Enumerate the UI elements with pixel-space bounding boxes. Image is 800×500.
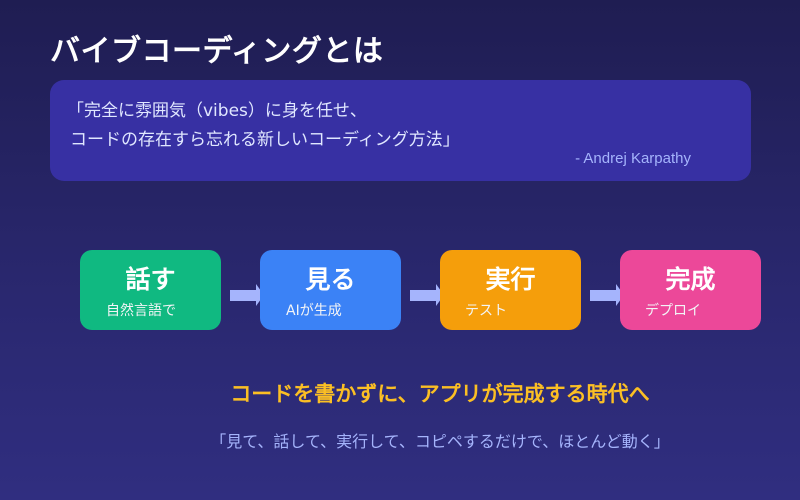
step-subtitle: AIが生成: [286, 303, 342, 319]
step-title: 完成: [665, 265, 716, 294]
step-title: 実行: [485, 265, 536, 294]
step-subtitle: 自然言語で: [106, 303, 176, 319]
step-complete: 完成 デプロイ: [620, 250, 761, 330]
step-run: 実行 テスト: [440, 250, 581, 330]
tagline: コードを書かずに、アプリが完成する時代へ: [230, 382, 650, 406]
page-title: バイブコーディングとは: [50, 34, 384, 69]
step-subtitle: テスト: [465, 303, 507, 319]
step-see: 見る AIが生成: [260, 250, 401, 330]
sub-tagline: 「見て、話して、実行して、コピペするだけで、ほとんど動く」: [210, 432, 670, 451]
quote-box: 「完全に雰囲気（vibes）に身を任せ、 コードの存在すら忘れる新しいコーディン…: [50, 80, 751, 181]
step-title: 話す: [125, 265, 176, 294]
step-title: 見る: [305, 265, 356, 294]
step-subtitle: デプロイ: [645, 303, 701, 319]
step-talk: 話す 自然言語で: [80, 250, 221, 330]
quote-author: - Andrej Karpathy: [575, 150, 691, 167]
quote-line-2: コードの存在すら忘れる新しいコーディング方法」: [70, 130, 460, 150]
quote-line-1: 「完全に雰囲気（vibes）に身を任せ、: [67, 101, 367, 121]
